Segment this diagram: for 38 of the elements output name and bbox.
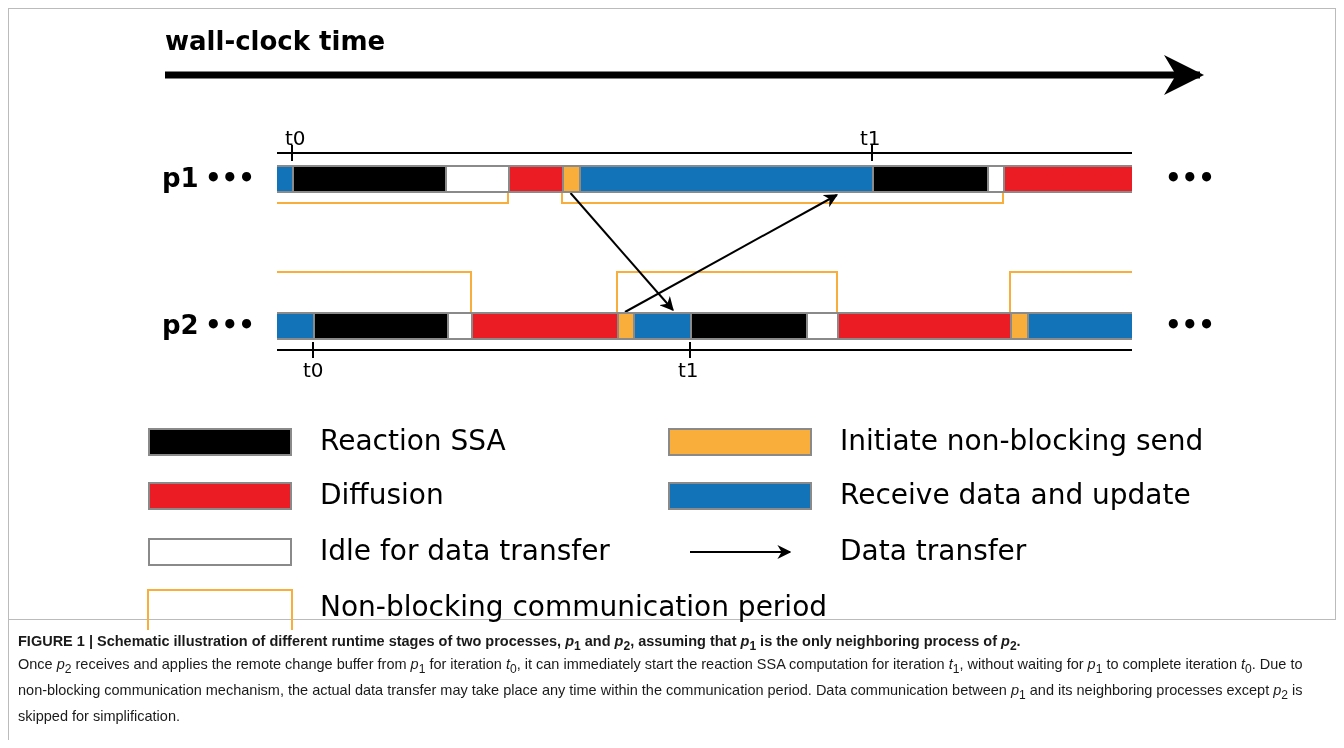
send-segment: [562, 167, 579, 191]
diffusion-segment: [1003, 167, 1132, 191]
reaction-segment: [292, 167, 445, 191]
legend-label: Initiate non-blocking send: [840, 424, 1204, 457]
figure-title: FIGURE 1 | Schematic illustration of different runtime stages of two processes, p$_{1}$ and p$_{2}$, assuming that p$_{1}$ is the only neighboring process of p$_{2}$.: [18, 633, 1022, 653]
receive-segment: [579, 167, 872, 191]
ellipsis-mark: •••: [1165, 163, 1215, 193]
reaction-segment: [313, 314, 447, 338]
send-segment: [617, 314, 633, 338]
time-mark-label: t0: [303, 358, 324, 382]
process-label: p1: [162, 163, 199, 193]
legend-label: Receive data and update: [840, 478, 1191, 511]
receive-segment: [1027, 314, 1132, 338]
reaction-segment: [872, 167, 987, 191]
axis-title: wall-clock time: [165, 26, 386, 56]
time-mark-label: t1: [678, 358, 699, 382]
time-mark-label: t1: [860, 126, 881, 150]
diffusion-segment: [471, 314, 617, 338]
legend-label: Diffusion: [320, 478, 444, 511]
legend-label: Non-blocking communication period: [320, 590, 828, 623]
legend-label: Idle for data transfer: [320, 534, 610, 567]
figure-caption: Once p$_{2}$ receives and applies the remote change buffer from p$_{1}$ for iteration t$_{0}$, it can immediately start the reaction SSA computation for iteration t$_{1}$, without waiting for p$_{1}$ to complete iteration t$_{0}$. Due to non-blocking communication mechanism, the actual data transfer may take place any time within the communication period. Data communication between p$_{1}$ and its neighboring processes except p$_{2}$ is skipped for simplification.: [18, 655, 1304, 726]
ellipsis-mark: •••: [205, 310, 255, 340]
ellipsis-mark: •••: [205, 163, 255, 193]
data-transfer-arrow: [624, 194, 839, 313]
receive-segment: [633, 314, 690, 338]
receive-segment: [277, 314, 313, 338]
process-label: p2: [162, 310, 199, 340]
legend-label: Reaction SSA: [320, 424, 506, 457]
reaction-segment: [690, 314, 806, 338]
ellipsis-mark: •••: [1165, 310, 1215, 340]
legend-label: Data transfer: [840, 534, 1027, 567]
diffusion-segment: [837, 314, 1010, 338]
time-mark-label: t0: [285, 126, 306, 150]
send-segment: [1010, 314, 1027, 338]
receive-segment: [277, 167, 292, 191]
diffusion-segment: [508, 167, 562, 191]
data-transfer-arrow: [569, 192, 674, 312]
